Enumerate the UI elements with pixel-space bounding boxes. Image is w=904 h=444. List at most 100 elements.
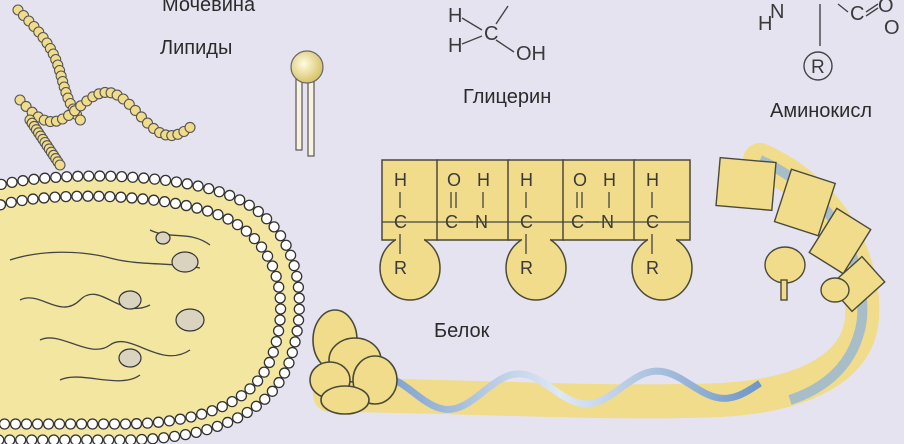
membrane-bead bbox=[105, 192, 115, 202]
membrane-bead bbox=[223, 214, 233, 224]
membrane-bead bbox=[192, 203, 202, 213]
lipid-molecule-icon bbox=[291, 51, 323, 156]
membrane-bead bbox=[244, 200, 254, 210]
membrane-bead bbox=[94, 191, 104, 201]
membrane-bead bbox=[267, 386, 277, 396]
membrane-bead bbox=[17, 196, 27, 206]
membrane-bead bbox=[99, 419, 109, 429]
membrane-bead bbox=[84, 171, 94, 181]
membrane-bead bbox=[106, 171, 116, 181]
membrane-bead bbox=[253, 376, 263, 386]
membrane-bead bbox=[82, 435, 92, 444]
membrane-bead bbox=[294, 293, 304, 303]
membrane-bead bbox=[292, 271, 302, 281]
atom-label: H bbox=[646, 170, 659, 190]
membrane-bead bbox=[11, 419, 21, 429]
membrane-bead bbox=[276, 231, 286, 241]
membrane-bead bbox=[93, 435, 103, 444]
peptide-bond-unit: OHCN bbox=[563, 160, 635, 240]
amino-radical: R bbox=[811, 57, 825, 78]
membrane-bead bbox=[139, 173, 149, 183]
membrane-bead bbox=[182, 179, 192, 189]
membrane-bead bbox=[292, 326, 302, 336]
membrane-bead bbox=[290, 337, 300, 347]
membrane-bead bbox=[0, 179, 6, 189]
atom-label: R bbox=[520, 258, 533, 278]
membrane-bead bbox=[159, 433, 169, 443]
membrane-bead bbox=[193, 181, 203, 191]
membrane-bead bbox=[138, 194, 148, 204]
ribbon-blocks bbox=[716, 158, 885, 312]
alpha-carbon-unit: HCR bbox=[506, 160, 566, 300]
atom-label: H bbox=[477, 170, 490, 190]
membrane-bead bbox=[148, 434, 158, 444]
membrane-bead bbox=[268, 347, 278, 357]
membrane-bead bbox=[293, 282, 303, 292]
alpha-carbon-unit: HCR bbox=[632, 160, 692, 300]
membrane-bead bbox=[289, 261, 299, 271]
membrane-bead bbox=[171, 177, 181, 187]
membrane-bead bbox=[5, 435, 15, 444]
chain-bead bbox=[75, 115, 85, 125]
membrane-bead bbox=[149, 195, 159, 205]
chain-bead bbox=[55, 160, 65, 170]
membrane-bead bbox=[39, 193, 49, 203]
membrane-bead bbox=[128, 172, 138, 182]
label-urea: Мочевина bbox=[162, 0, 255, 17]
amino-c: C bbox=[850, 3, 864, 25]
atom-label: O bbox=[573, 170, 587, 190]
membrane-bead bbox=[29, 174, 39, 184]
membrane-bead bbox=[271, 337, 281, 347]
membrane-bead bbox=[88, 419, 98, 429]
membrane-bead bbox=[0, 200, 6, 210]
membrane-bead bbox=[27, 435, 37, 444]
membrane-bead bbox=[269, 222, 279, 232]
membrane-bead bbox=[233, 220, 243, 230]
membrane-bead bbox=[262, 214, 272, 224]
membrane-bead bbox=[253, 207, 263, 217]
membrane-bead bbox=[294, 304, 304, 314]
membrane-bead bbox=[73, 171, 83, 181]
membrane-bead bbox=[294, 315, 304, 325]
membrane-bead bbox=[116, 192, 126, 202]
membrane-bead bbox=[276, 304, 286, 314]
membrane-bead bbox=[0, 419, 10, 429]
membrane-bead bbox=[55, 419, 65, 429]
membrane-bead bbox=[267, 261, 277, 271]
membrane-bead bbox=[287, 348, 297, 358]
membrane-bead bbox=[143, 418, 153, 428]
membrane-bead bbox=[274, 282, 284, 292]
membrane-bead bbox=[263, 251, 273, 261]
membrane-bead bbox=[186, 412, 196, 422]
membrane-bead bbox=[280, 368, 290, 378]
amino-acid-formula: H N C O O R bbox=[758, 0, 900, 80]
membrane-bead bbox=[275, 315, 285, 325]
membrane-bead bbox=[127, 193, 137, 203]
glycerin-h-bottom: H bbox=[448, 35, 462, 57]
chain-bead bbox=[185, 122, 195, 132]
membrane-bead bbox=[61, 192, 71, 202]
membrane-bead bbox=[180, 430, 190, 440]
atom-label: H bbox=[603, 170, 616, 190]
label-lipids: Липиды bbox=[160, 37, 232, 60]
cell-body bbox=[0, 171, 304, 444]
membrane-bead bbox=[202, 425, 212, 435]
membrane-bead bbox=[274, 378, 284, 388]
membrane-bead bbox=[214, 187, 224, 197]
membrane-bead bbox=[281, 240, 291, 250]
membrane-bead bbox=[223, 417, 233, 427]
membrane-bead bbox=[121, 419, 131, 429]
membrane-bead bbox=[126, 435, 136, 444]
membrane-bead bbox=[137, 434, 147, 444]
membrane-bead bbox=[236, 391, 246, 401]
membrane-bead bbox=[132, 419, 142, 429]
membrane-bead bbox=[213, 210, 223, 220]
membrane-bead bbox=[274, 326, 284, 336]
membrane-bead bbox=[217, 402, 227, 412]
atom-label: H bbox=[394, 170, 407, 190]
membrane-bead bbox=[60, 435, 70, 444]
membrane-bead bbox=[66, 419, 76, 429]
membrane-bead bbox=[95, 171, 105, 181]
membrane-bead bbox=[181, 201, 191, 211]
membrane-bead bbox=[203, 206, 213, 216]
